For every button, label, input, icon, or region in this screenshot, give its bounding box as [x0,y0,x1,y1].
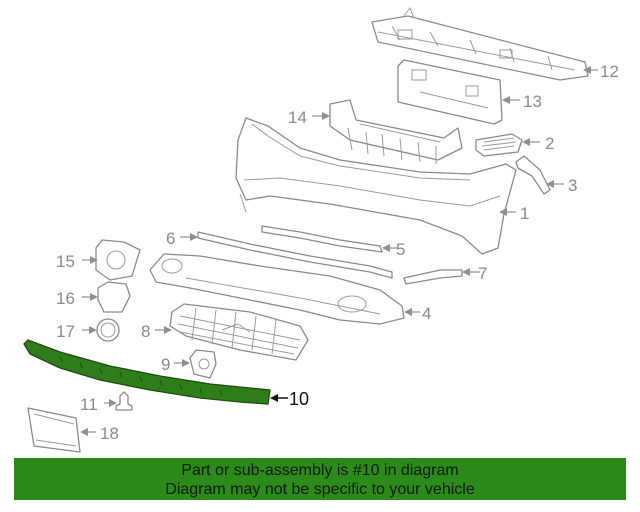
part-4-lower-fascia [149,253,405,325]
callout-12-label: 12 [600,62,619,81]
callout-9: 9 [161,355,190,374]
callout-7-label: 7 [478,264,487,283]
callout-7: 7 [462,264,487,283]
parts-diagram: 12 13 14 2 3 [23,6,619,453]
part-6-trim-molding [197,231,393,279]
callout-14: 14 [288,108,330,127]
part-14-energy-absorber [329,99,463,164]
callout-14-label: 14 [288,108,307,127]
callout-15-label: 15 [56,252,75,271]
callout-3: 3 [546,176,577,195]
callout-15: 15 [56,252,98,271]
part-17-ring [96,318,120,342]
callout-9-label: 9 [161,355,170,374]
part-8-lower-grille [169,303,309,361]
callout-10-label: 10 [289,389,309,409]
part-1-bumper-cover [235,117,517,255]
callout-13-label: 13 [523,92,542,111]
callout-2-label: 2 [545,134,554,153]
callout-11-label: 11 [80,395,98,414]
callout-1-label: 1 [520,204,529,223]
callout-8-label: 8 [141,322,150,341]
callout-2: 2 [522,134,554,153]
part-10-skid-plate-highlighted [23,339,271,405]
part-11-clip [115,391,133,411]
callout-17: 17 [56,322,97,341]
callout-18: 18 [80,424,119,443]
callout-1: 1 [499,204,529,223]
callout-6-label: 6 [166,229,175,248]
callout-3-label: 3 [568,176,577,195]
part-2-side-grille [475,133,523,157]
callout-13: 13 [502,92,542,111]
callout-6: 6 [166,229,198,248]
part-16-cover [97,281,131,313]
part-13-bracket-plate [397,59,503,125]
callout-5: 5 [382,240,405,259]
info-banner: Part or sub-assembly is #10 in diagram D… [14,458,626,500]
part-15-fog-lamp-bezel [95,239,141,281]
part-3-side-bracket [515,155,551,195]
callout-5-label: 5 [396,240,405,259]
callout-8: 8 [141,322,172,341]
callout-16: 16 [56,289,98,308]
callout-11: 11 [80,395,117,414]
banner-line-1: Part or sub-assembly is #10 in diagram [181,462,459,479]
callout-18-label: 18 [100,424,119,443]
part-9-bezel [189,349,217,379]
callout-10: 10 [270,389,309,409]
part-18-license-plate-bracket [27,407,81,453]
callout-16-label: 16 [56,289,75,308]
part-7-side-molding [403,269,463,285]
banner-line-2: Diagram may not be specific to your vehi… [165,481,475,498]
part-12-reinforcement-bar [371,6,589,81]
callout-4-label: 4 [422,304,431,323]
callout-12: 12 [583,62,619,81]
part-5-upper-trim-strip [261,225,383,253]
callout-4: 4 [404,304,431,323]
callout-17-label: 17 [56,322,75,341]
